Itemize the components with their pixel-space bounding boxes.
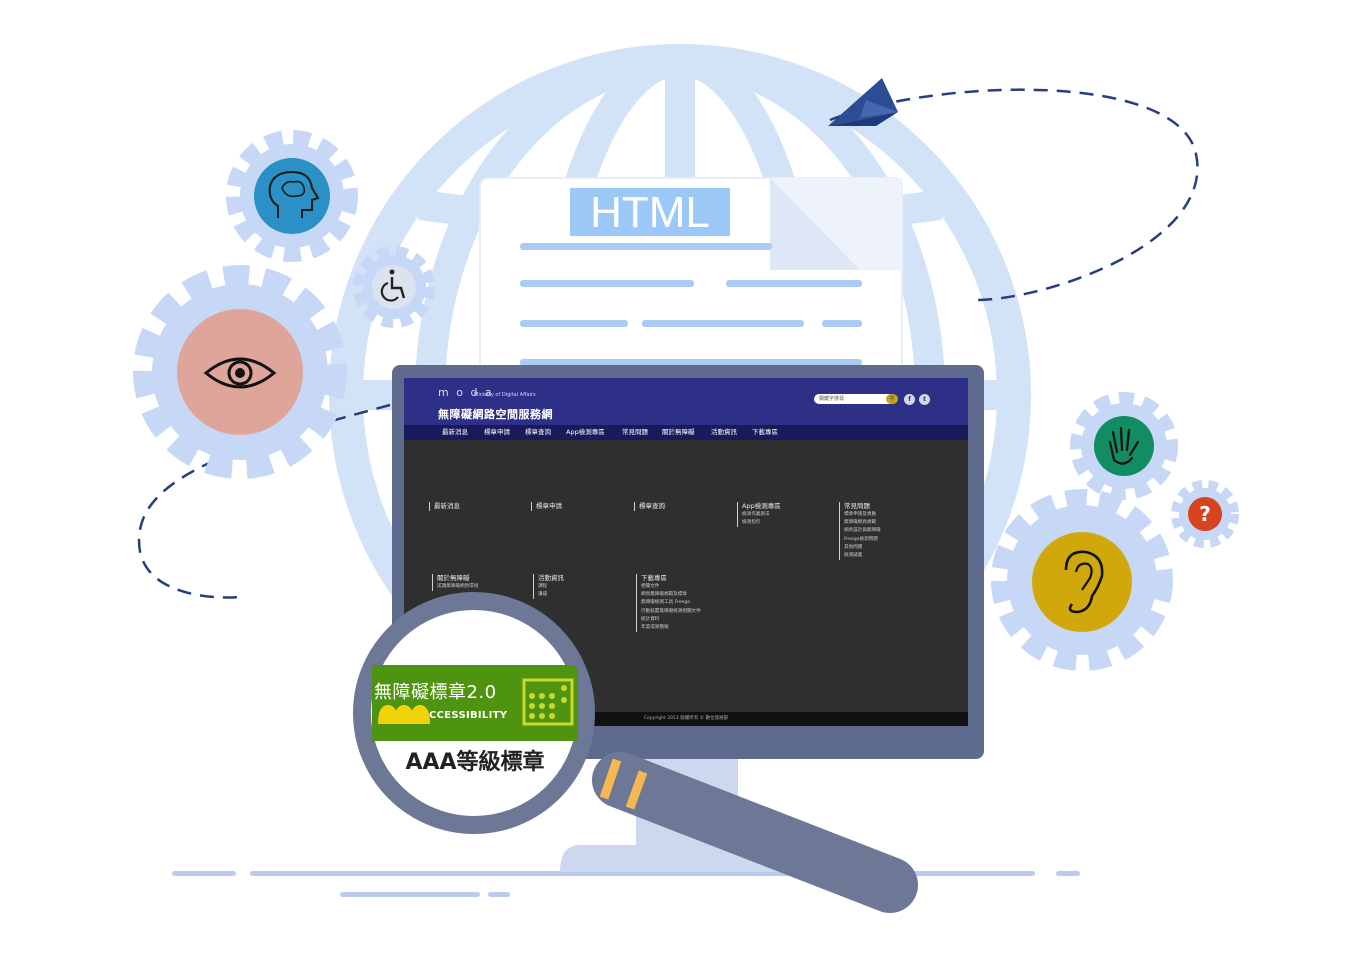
eye-icon — [177, 309, 303, 435]
sitemap-column: 活動資訊 課程 講座 — [533, 574, 564, 600]
nav-item-faq[interactable]: 常見問題 — [622, 428, 648, 436]
sitemap-link[interactable]: 年度成果簡報 — [641, 625, 669, 631]
sitemap-column: 下載專區 相關文件 網頁無障礙規範及標章 無障礙檢測工具 Freego 行動裝置… — [636, 574, 701, 633]
sitemap-title[interactable]: 標章申請 — [536, 502, 562, 510]
facebook-icon[interactable]: f — [904, 394, 915, 405]
nav-item-news[interactable]: 最新消息 — [442, 428, 468, 436]
nav-item-download[interactable]: 下載專區 — [752, 428, 778, 436]
sitemap-column: 常見問題 標章申請及異動 無障礙網頁規範 網頁設計與無障礙 Freego檢測問題… — [839, 502, 881, 561]
sitemap-column: 最新消息 — [429, 502, 460, 511]
sitemap-title[interactable]: 關於無障礙 — [437, 574, 470, 582]
sitemap-link[interactable]: 網頁設計與無障礙 — [844, 528, 881, 534]
nav-item-query[interactable]: 標章查詢 — [525, 428, 551, 436]
sitemap-column: App檢測專區 檢測作業辦法 檢測指引 — [737, 502, 781, 528]
hand-icon — [1094, 416, 1154, 476]
sitemap-column: 標章查詢 — [634, 502, 665, 511]
sitemap-title[interactable]: 常見問題 — [844, 502, 870, 510]
sitemap-link[interactable]: 檢測指引 — [742, 520, 761, 526]
badge-level: AAA等級標章 — [405, 750, 545, 775]
sitemap-link[interactable]: 統計資料 — [641, 616, 660, 622]
nav-item-app[interactable]: App檢測專區 — [566, 428, 605, 436]
nav-item-events[interactable]: 活動資訊 — [711, 428, 737, 436]
sitemap-link[interactable]: 講座 — [538, 592, 548, 598]
sitemap-column: 關於無障礙 認識無障礙網頁環境 — [432, 574, 479, 592]
sitemap-title[interactable]: 活動資訊 — [538, 574, 564, 582]
dashed-path — [829, 88, 1199, 302]
sitemap-link[interactable]: 課程 — [538, 584, 548, 589]
help-question-mark: ? — [1199, 502, 1211, 526]
paper-plane-icon — [828, 78, 898, 126]
site-title[interactable]: 無障礙網路空間服務網 — [438, 408, 553, 421]
sitemap-link[interactable]: 其他問題 — [844, 544, 863, 550]
search-input[interactable]: 關鍵字搜尋 — [814, 394, 896, 404]
logo[interactable]: m o d a — [438, 386, 494, 399]
sitemap-link[interactable]: 無障礙檢測工具 Freego — [641, 600, 691, 606]
sitemap-link[interactable]: 相關文件 — [641, 584, 660, 589]
ear-icon — [1032, 532, 1132, 632]
sitemap-column: 標章申請 — [531, 502, 562, 511]
nav-item-apply[interactable]: 標章申請 — [484, 428, 510, 436]
sitemap-link[interactable]: 檢測疑義 — [844, 553, 863, 559]
document-icon — [479, 177, 903, 399]
sitemap-title[interactable]: 下載專區 — [641, 574, 667, 582]
sitemap-link[interactable]: 無障礙網頁規範 — [844, 520, 877, 526]
badge-title: 無障礙標章2.0 — [374, 682, 497, 703]
sitemap-link[interactable]: 網頁無障礙規範及標章 — [641, 592, 687, 598]
sitemap-link[interactable]: Freego檢測問題 — [844, 536, 878, 542]
sitemap-link[interactable]: 行動裝置無障礙檢測相關文件 — [641, 608, 701, 614]
site-header: m o d a Ministry of Digital Affairs 無障礙網… — [404, 378, 968, 425]
sitemap-title[interactable]: App檢測專區 — [742, 502, 781, 510]
sitemap-link[interactable]: 認識無障礙網頁環境 — [437, 584, 479, 589]
wheelchair-icon — [372, 265, 416, 309]
badge-subtitle: CCESSIBILITY — [429, 710, 508, 721]
site-nav: 最新消息 標章申請 標章查詢 App檢測專區 常見問題 關於無障礙 活動資訊 下… — [404, 425, 968, 440]
ministry-name: Ministry of Digital Affairs — [474, 392, 536, 398]
sitemap-title[interactable]: 最新消息 — [434, 502, 460, 510]
sitemap-link[interactable]: 檢測作業辦法 — [742, 512, 770, 517]
help-icon — [1188, 497, 1222, 531]
sitemap-title[interactable]: 標章查詢 — [639, 502, 665, 510]
html-label: HTML — [590, 188, 710, 237]
brain-icon — [254, 158, 330, 234]
nav-item-about[interactable]: 關於無障礙 — [662, 428, 695, 436]
twitter-icon[interactable]: t — [919, 394, 930, 405]
search-icon[interactable]: ⚲ — [886, 394, 898, 404]
accessibility-badge: 無障礙標章2.0 CCESSIBILITY — [372, 665, 578, 741]
sitemap-link[interactable]: 標章申請及異動 — [844, 512, 877, 517]
